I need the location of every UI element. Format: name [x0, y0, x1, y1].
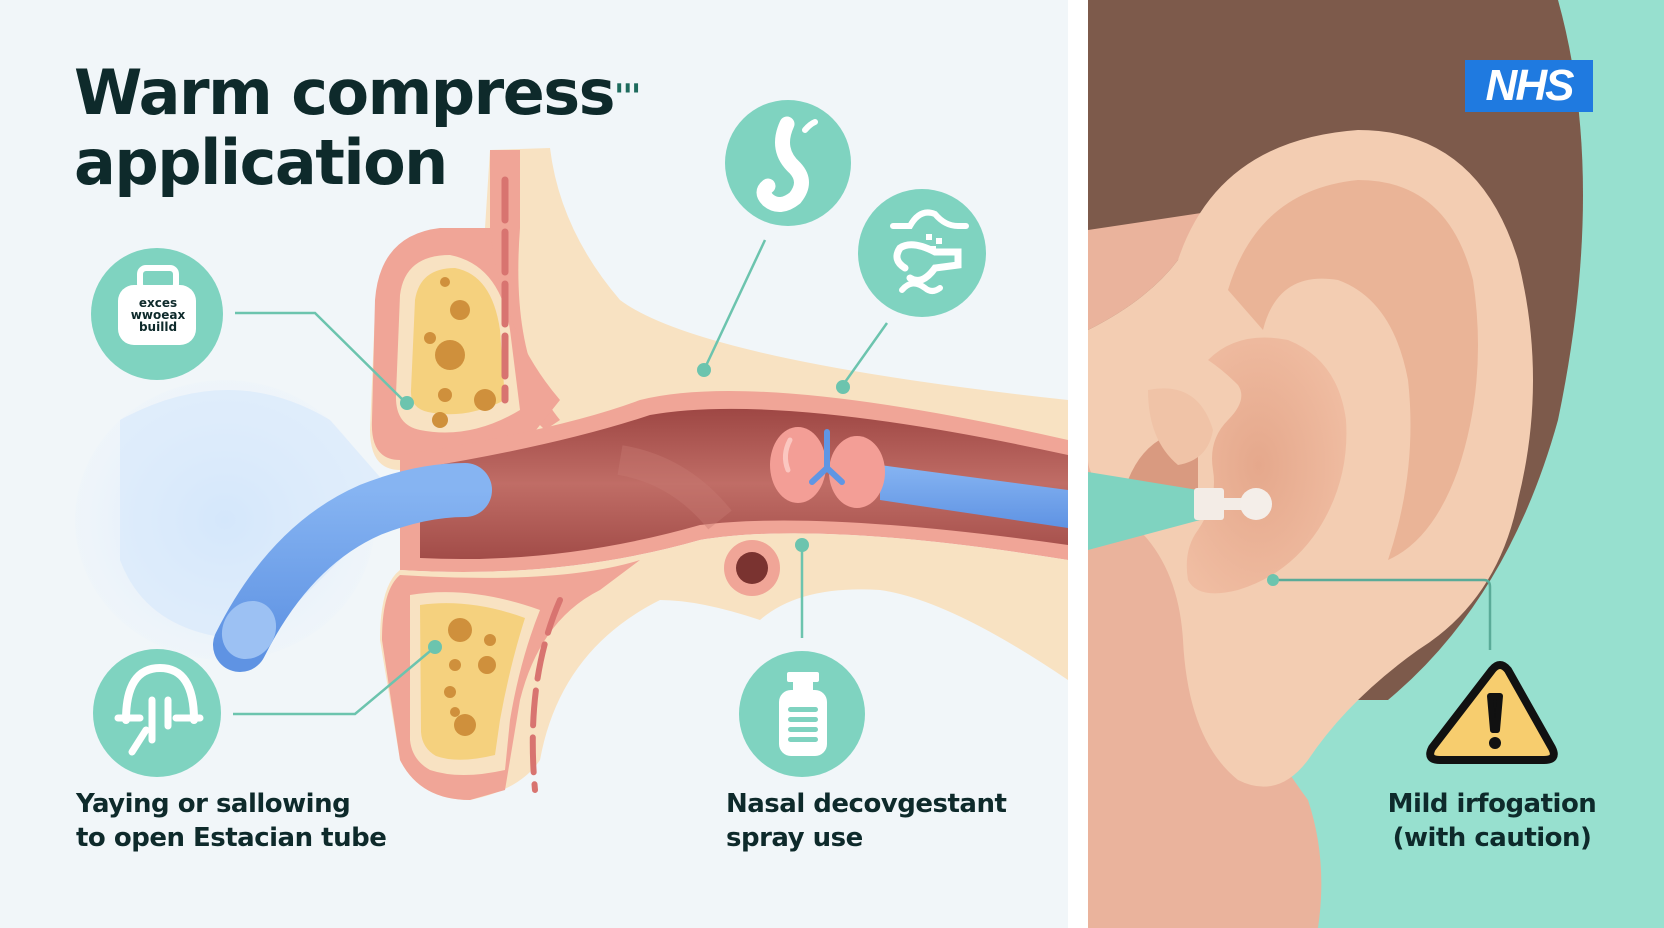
- upper-ear-structure: [370, 148, 1068, 470]
- spray-bottle-icon: [739, 651, 865, 777]
- irrigation-label-line-1: Mild irfogation: [1387, 789, 1597, 819]
- earwax-badge-line-2: wwoeax: [130, 308, 186, 322]
- earwax-badge-line-1: exces: [138, 296, 178, 310]
- irrigation-label: Mild irfogation (with caution): [1302, 787, 1664, 855]
- concha: [1186, 337, 1347, 594]
- callout-lines: [233, 239, 889, 716]
- wave-callout-line: [841, 322, 889, 386]
- swallow-icon: [93, 649, 221, 777]
- earwax-callout-line: [235, 311, 406, 403]
- nhs-logo: NHS: [1465, 60, 1593, 112]
- title-line-1: Warm compress: [74, 56, 616, 129]
- s-curve-callout-line: [702, 239, 767, 371]
- page-title: Warm compress''' application: [74, 56, 641, 199]
- swallow-label-line-1: Yaying or sallowing: [76, 789, 351, 819]
- swallow-callout-line: [233, 646, 436, 716]
- ear-anatomy-panel: exces wwoeax builld Warm compress''' app…: [0, 0, 1068, 928]
- earwax-badge-text: exces wwoeax builld: [117, 297, 199, 333]
- middle-ear-ossicles: [770, 427, 885, 508]
- title-mark: ''': [614, 77, 641, 117]
- earwax-icon: [91, 248, 223, 380]
- irrigation-label-line-2: (with caution): [1392, 823, 1592, 853]
- wave-hand-icon: [858, 189, 986, 317]
- tragus: [1148, 388, 1213, 465]
- panel-divider: [1068, 0, 1088, 928]
- title-line-2: application: [74, 126, 448, 199]
- irrigation-tool: [1088, 472, 1272, 550]
- outer-ear-illustration: [1088, 0, 1583, 928]
- swallow-label: Yaying or sallowing to open Estacian tub…: [76, 787, 387, 855]
- ear-canal: [400, 391, 1068, 572]
- swallow-label-line-2: to open Estacian tube: [76, 823, 387, 853]
- warning-triangle-icon: [1426, 661, 1558, 764]
- eustachian-tube: [213, 463, 1068, 672]
- lower-ear-structure: [380, 533, 1068, 800]
- antihelix-fold: [1228, 180, 1478, 560]
- irrigation-callout-line: [1267, 574, 1492, 650]
- s-curve-icon: [725, 100, 851, 226]
- earwax-badge-line-3: builld: [138, 320, 178, 334]
- spray-label-line-1: Nasal decovgestant: [726, 789, 1007, 819]
- callout-dots: [400, 363, 850, 654]
- ear-cross-section-illustration: [75, 100, 1068, 800]
- outer-ear-panel: NHS Mild irfogation (with caution): [1088, 0, 1664, 928]
- spray-label-line-2: spray use: [726, 823, 863, 853]
- spray-label: Nasal decovgestant spray use: [726, 787, 1007, 855]
